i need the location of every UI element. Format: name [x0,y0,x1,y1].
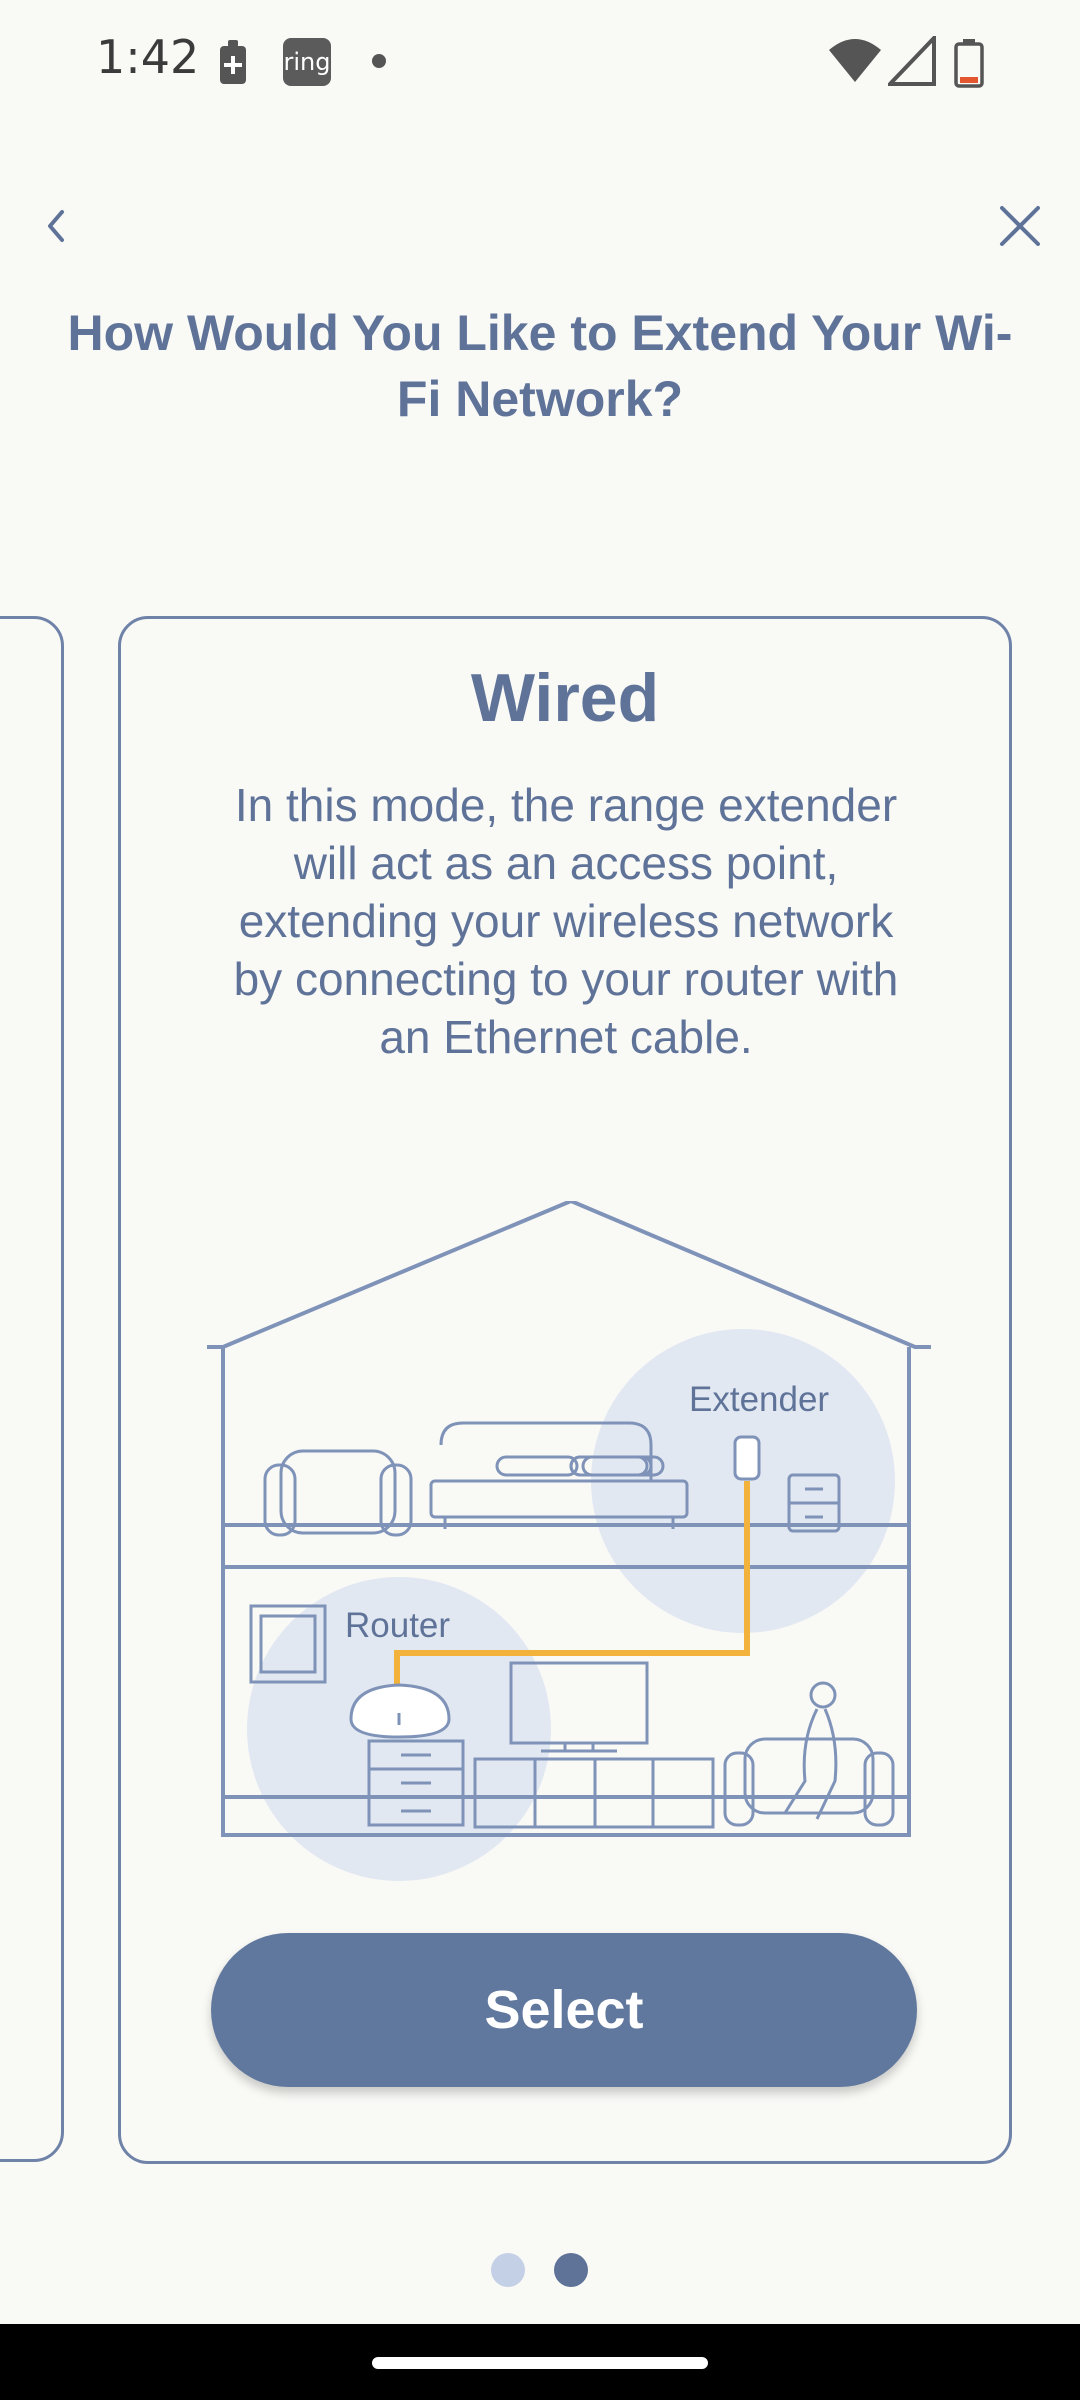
status-bar: 1:42 ring [0,0,1080,124]
status-time: 1:42 [96,30,200,84]
upper-furniture [263,1421,841,1537]
router-label: Router [345,1606,450,1645]
wired-mode-card[interactable]: Wired In this mode, the range extender w… [118,616,1012,2164]
home-indicator[interactable] [372,2357,708,2369]
signal-icon [888,36,936,86]
router-device [349,1683,451,1739]
battery-icon [954,39,984,88]
card-title: Wired [470,660,660,736]
extender-label: Extender [689,1380,829,1419]
card-description: In this mode, the range extender will ac… [233,779,899,1063]
chevron-left-icon [48,210,64,242]
wifi-icon [829,39,881,82]
pager-dot-active[interactable] [554,2253,588,2287]
extender-wifi-zone [591,1329,895,1633]
extender-device [733,1435,761,1481]
carousel-pager [0,2253,1080,2287]
page-title: How Would You Like to Extend Your Wi-Fi … [67,305,1013,427]
ring-app-icon: ring [283,38,331,86]
house-illustration: Extender Router [207,1201,931,1881]
lower-furniture [249,1604,895,1829]
pager-dot-inactive[interactable] [491,2253,525,2287]
battery-saver-icon [220,40,246,84]
close-button[interactable] [984,190,1056,262]
previous-mode-card[interactable] [0,616,64,2162]
notification-dot-icon [372,54,386,68]
ethernet-cable [394,1481,750,1713]
back-button[interactable] [20,190,92,262]
select-button[interactable]: Select [211,1933,917,2087]
close-icon [1000,206,1040,246]
